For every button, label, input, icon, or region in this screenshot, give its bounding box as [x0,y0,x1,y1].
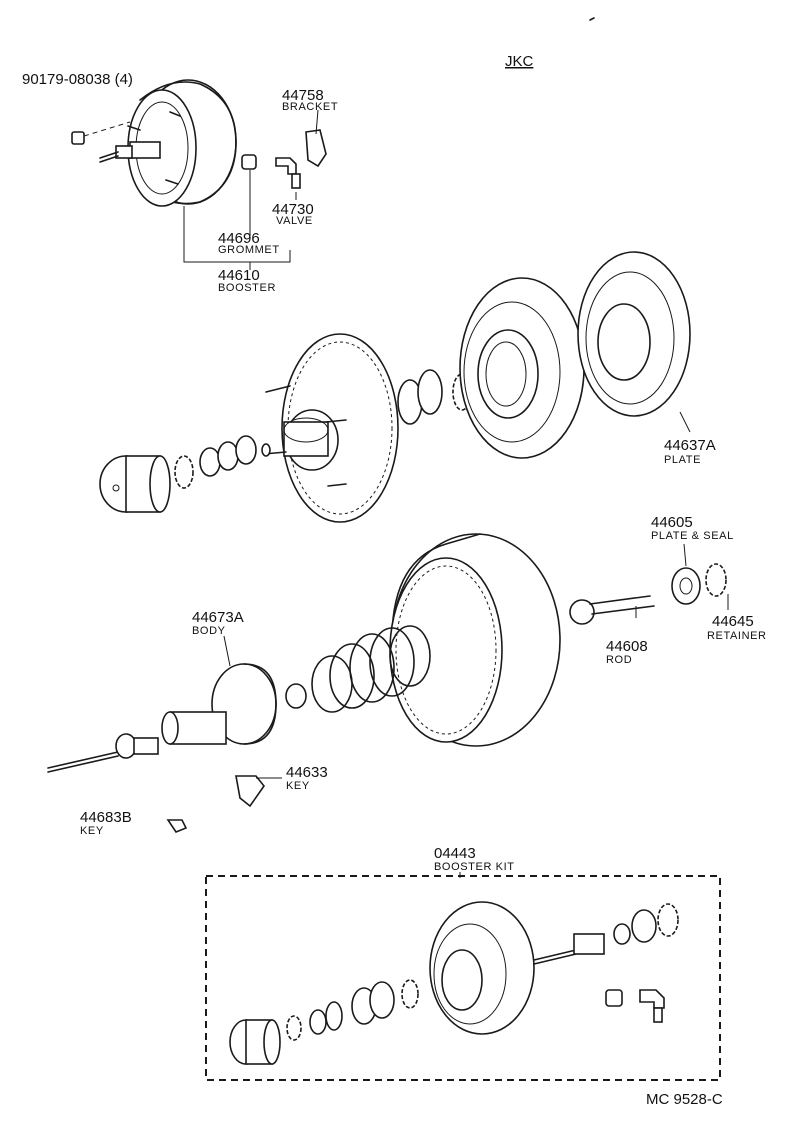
valve-icon [275,157,301,189]
body-part-name: BODY [192,625,226,637]
piston-parts-illustration [199,435,271,477]
booster-kit-part-name: BOOSTER KIT [434,861,515,873]
reaction-disc-illustration [99,455,171,513]
retainer-part-number: 44645 [712,613,754,630]
booster-assembly-illustration [99,79,237,207]
rod-illustration [569,595,655,625]
retainer-icon [705,563,727,597]
booster-bracket-line [183,206,291,263]
scan-mark [589,17,595,21]
kit-diaphragm-illustration [429,901,535,1035]
plate-seal-leader [683,543,687,567]
model-code: JKC [505,53,534,70]
small-retainer-icon [174,455,194,489]
plate-part-name: PLATE [664,454,701,466]
plate-illustration [577,251,691,417]
bracket-leader [315,109,319,135]
kit-valve-icon [639,989,665,1023]
grommet-icon [241,154,257,170]
valve-body-illustration [161,663,277,745]
booster-kit-part-number: 04443 [434,845,476,862]
small-plug-icon [285,683,307,709]
kit-reaction-disc-illustration [229,1019,281,1065]
key-b-part-number: 44683B [80,809,132,826]
plate-part-number: 44637A [664,437,716,454]
nut-icon [71,121,131,145]
plate-leader [679,411,691,433]
kit-grommet-icon [605,989,623,1007]
booster-part-number: 44610 [218,267,260,284]
bracket-part-number: 44758 [282,87,324,104]
figure-code: MC 9528-C [646,1091,723,1108]
grommet-part-number: 44696 [218,230,260,247]
rod-part-name: ROD [606,654,632,666]
key-b-part-name: KEY [80,825,104,837]
plate-seal-icon [671,567,701,605]
booster-part-name: BOOSTER [218,282,276,294]
diaphragm-illustration [459,277,585,459]
key-a-part-name: KEY [286,780,310,792]
plate-seal-part-name: PLATE & SEAL [651,530,734,542]
push-rod-illustration [47,733,159,773]
bracket-icon [305,129,327,168]
grommet-part-name: GROMMET [218,244,280,256]
body-leader [223,635,231,667]
booster-kit-box [205,875,721,1081]
front-shell-illustration [263,333,399,523]
valve-part-number: 44730 [272,201,314,218]
valve-part-name: VALVE [276,215,313,227]
key-b-icon [166,819,188,833]
nut-part-number: 90179-08038 (4) [22,71,133,88]
kit-rod-illustration [533,903,679,965]
rear-shell-illustration [389,533,561,747]
kit-parts-illustration [286,979,419,1041]
key-a-part-number: 44633 [286,764,328,781]
bracket-part-name: BRACKET [282,101,338,113]
body-part-number: 44673A [192,609,244,626]
spring-illustration [311,625,431,713]
retainer-part-name: RETAINER [707,630,767,642]
plate-seal-part-number: 44605 [651,514,693,531]
key-a-icon [235,775,265,808]
rod-part-number: 44608 [606,638,648,655]
